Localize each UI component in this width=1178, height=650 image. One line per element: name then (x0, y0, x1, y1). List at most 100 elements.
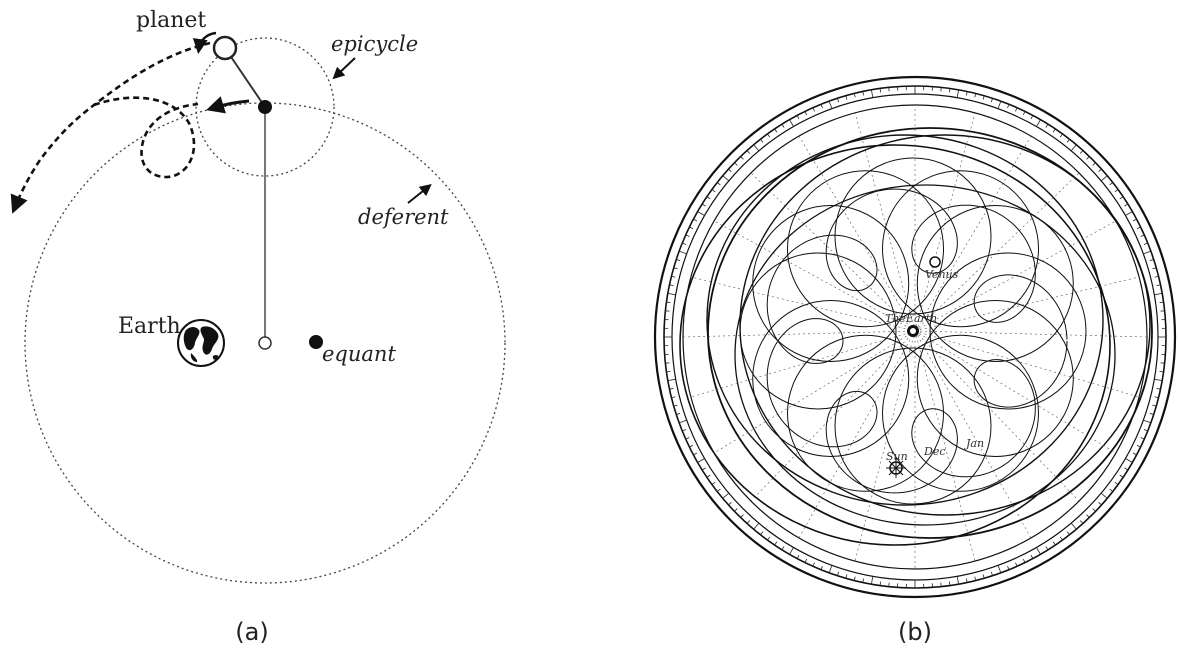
graduation-tick (805, 111, 807, 115)
graduation-tick (1080, 521, 1083, 524)
epicycle-label: epicycle (331, 32, 418, 56)
graduation-tick (1023, 559, 1025, 563)
sun-label: Sun (886, 450, 908, 463)
graduation-tick (983, 574, 984, 578)
graduation-tick (689, 227, 693, 229)
graduation-tick (1093, 509, 1096, 512)
graduation-tick (1110, 182, 1113, 184)
radial-line (751, 331, 915, 501)
graduation-tick (767, 134, 769, 137)
graduation-tick (689, 445, 693, 447)
graduation-tick (712, 189, 715, 191)
graduation-tick (813, 563, 815, 567)
graduation-tick (1125, 212, 1132, 216)
graduation-tick (797, 555, 799, 559)
graduation-tick (679, 251, 687, 254)
graduation-tick (1120, 197, 1123, 199)
jan-label: Jan (964, 437, 984, 450)
graduation-tick (1133, 219, 1137, 221)
graduation-tick (1124, 204, 1127, 206)
graduation-tick (707, 475, 710, 477)
graduation-tick (871, 576, 872, 584)
center-earth-inner (910, 328, 916, 334)
graduation-tick (790, 547, 794, 554)
planet-label: planet (136, 8, 206, 33)
graduation-tick (949, 88, 950, 92)
graduation-tick (760, 532, 762, 535)
graduation-tick (1046, 546, 1048, 549)
graduation-tick (775, 542, 777, 545)
graduation-tick (782, 546, 784, 549)
deferent-center-dot (259, 337, 271, 349)
planet-circle (214, 37, 236, 59)
graduation-tick (1037, 120, 1041, 127)
panel-a-caption: (a) (235, 618, 268, 646)
radial-line (915, 331, 1116, 453)
graduation-tick (728, 502, 731, 505)
graduation-tick (741, 156, 744, 159)
graduation-tick (723, 176, 729, 181)
graduation-tick (1141, 437, 1145, 439)
radial-lines (683, 105, 1147, 569)
graduation-tick (805, 559, 807, 563)
graduation-tick (1124, 468, 1127, 470)
earth-globe-icon (178, 320, 224, 366)
radial-line (751, 173, 915, 331)
graduation-tick (734, 163, 737, 166)
graduation-tick (728, 169, 731, 172)
graduation-tick (998, 101, 1001, 109)
graduation-tick (797, 115, 799, 119)
graduation-tick (668, 379, 676, 380)
deferent-label: deferent (358, 205, 449, 229)
graduation-tick (717, 182, 720, 184)
graduation-tick (1137, 227, 1141, 229)
graduation-tick (734, 509, 737, 512)
graduation-tick (1071, 523, 1076, 529)
graduation-tick (754, 523, 759, 529)
earth-label: Earth (118, 314, 181, 339)
radial-line (915, 173, 1079, 331)
graduation-tick (1154, 379, 1162, 380)
graduation-tick (1115, 189, 1118, 191)
graduation-tick (790, 120, 794, 127)
graduation-tick (698, 212, 705, 216)
graduation-tick (1071, 145, 1076, 151)
graduation-tick (698, 459, 705, 463)
graduation-tick (880, 88, 881, 92)
graduation-tick (1120, 475, 1123, 477)
graduation-tick (1154, 293, 1162, 294)
equant-dot (309, 335, 323, 349)
panel-b: TheEarth Venus Sun Dec Jan (b) (655, 77, 1175, 646)
graduation-tick (668, 293, 676, 294)
graduation-tick (829, 101, 832, 109)
graduation-tick (1087, 515, 1090, 518)
graduation-tick (1141, 235, 1145, 237)
graduation-tick (1067, 532, 1069, 535)
radial-line (915, 331, 1031, 538)
graduation-tick (747, 150, 750, 153)
graduation-tick (846, 574, 847, 578)
graduation-tick (754, 145, 759, 151)
graduation-tick (693, 453, 697, 455)
graduation-tick (871, 90, 872, 98)
graduation-tick (1143, 420, 1151, 423)
deferent-pointer-arrow (408, 187, 428, 203)
graduation-tick (880, 582, 881, 586)
dec-label: Dec (923, 445, 946, 458)
graduation-tick (1093, 163, 1096, 166)
epicycle-pointer-arrow (336, 58, 355, 76)
equant-label: equant (322, 342, 396, 366)
graduation-tick (1160, 371, 1164, 372)
graduation-tick (712, 482, 715, 484)
epicycle-circle-b (740, 253, 896, 409)
retrograde-path (15, 43, 210, 207)
graduation-tick (957, 576, 958, 584)
graduation-tick (1099, 502, 1102, 505)
graduation-tick (1099, 169, 1102, 172)
panel-a: planet epicycle deferent Earth equant (a… (15, 8, 505, 646)
deferent-motion-arrow (213, 101, 249, 108)
graduation-tick (741, 515, 744, 518)
graduation-tick (1152, 405, 1156, 406)
graduation-tick (846, 96, 847, 100)
graduation-tick (1046, 124, 1048, 127)
